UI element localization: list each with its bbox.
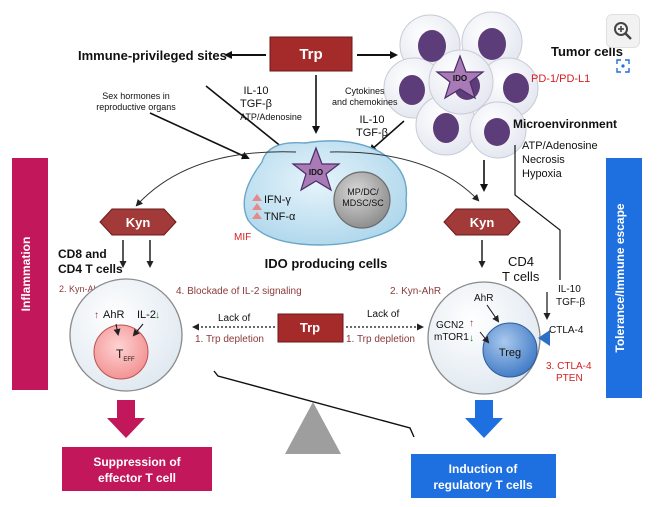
arrow-hormones-to-ido [149,112,250,160]
mtor1-label: mTOR1 [434,332,469,343]
tgfb-top-label: TGF-β [240,98,272,110]
cytokines-line2: and chemokines [332,97,398,107]
kyn-right-label: Kyn [470,215,495,230]
seesaw-beam [213,370,415,438]
zoom-in-icon [614,22,632,40]
tumor-cell-cluster [383,11,539,159]
trp-depletion-left-label: 1. Trp depletion [195,334,264,345]
tolerance-label: Tolerance/Immune escape [613,203,627,353]
hypoxia-label: Hypoxia [522,168,563,180]
microenvironment-label: Microenvironment [513,117,617,131]
treg-nucleus [482,322,538,378]
kyn-ahr-left-label: 2. Kyn-AhR [59,284,106,294]
kyn-left-label: Kyn [126,215,151,230]
tgfb-bottom-label: TGF-β [556,297,585,308]
il2-label: IL-2 [137,309,156,321]
gcn2-label: GCN2 [436,320,464,331]
treg-label: Treg [499,347,521,359]
trp-center-label: Trp [300,320,320,335]
ctla4-label: CTLA-4 [549,325,584,336]
suppression-line1: Suppression of [93,455,181,469]
cytokine-triangle-icon [252,194,262,201]
il2-down-arrow-icon: ↓ [155,310,160,321]
mtor1-down-arrow-icon: ↓ [469,333,474,344]
teff-nucleus [93,324,149,380]
cd4-line2: T cells [502,269,540,284]
curve-to-kyn-right [329,151,480,202]
cd8-cd4-line1: CD8 and [58,247,107,261]
tolerance-bar [606,158,642,398]
il10-right-label: IL-10 [359,114,384,126]
necrosis-label: Necrosis [522,154,565,166]
induction-line2: regulatory T cells [433,478,533,492]
blockade-il2-label: 4. Blockade of IL-2 signaling [176,286,302,297]
ifn-gamma-label: IFN-γ [264,194,291,206]
arrow-il10-to-ido [205,85,290,154]
arrow-cytokines-to-ido [368,120,405,153]
expand-button[interactable] [612,56,634,76]
curve-to-kyn-left [135,151,297,207]
mp-dc-line2: MDSC/SC [342,198,384,208]
gcn2-up-arrow-icon: ↑ [469,318,474,329]
ctla4-pten-line1: 3. CTLA-4 [546,361,592,372]
tumor-cells-label: Tumor cells [551,44,623,59]
pd1-pdl1-label: PD-1/PD-L1 [531,73,590,85]
seesaw-fulcrum [285,402,341,454]
ahr-right-label: AhR [474,293,493,304]
il10-top-label: IL-10 [243,85,268,97]
mif-label: MIF [234,232,251,243]
atp-adenosine-top-label: ATP/Adenosine [240,112,302,122]
trp-top-label: Trp [299,46,322,63]
expand-icon [616,59,630,73]
zoom-in-button[interactable] [606,14,640,48]
kyn-left-hexagon [99,208,177,236]
ahr-left-label: AhR [103,309,124,321]
tnf-alpha-label: TNF-α [264,211,296,223]
tgfb-right-label: TGF-β [356,127,388,139]
sex-hormones-line1: Sex hormones in [102,91,170,101]
il10-bottom-label: IL-10 [558,284,581,295]
trp-top-box [269,36,353,72]
ctla4-receptor-icon [538,330,550,346]
suppression-box [62,447,212,491]
lack-of-left-label: Lack of [218,313,250,324]
lack-of-right-label: Lack of [367,309,399,320]
atp-adenosine-right-label: ATP/Adenosine [522,140,598,152]
trp-depletion-right-label: 1. Trp depletion [346,334,415,345]
kyn-ahr-right-label: 2. Kyn-AhR [390,286,441,297]
induction-arrow-icon [465,400,503,438]
mp-dc-line1: MP/DC/ [347,187,379,197]
trp-center-box [277,313,344,343]
kyn-right-hexagon [443,208,521,236]
arrow-microenv-down [514,145,561,280]
ido-producing-cells-label: IDO producing cells [265,256,388,271]
sex-hormones-line2: reproductive organs [96,102,176,112]
cd4-line1: CD4 [508,254,534,269]
ido-cell-label: IDO [309,168,323,177]
ctla4-pten-line2: PTEN [556,373,583,384]
ahr-left-up-arrow-icon: ↑ [94,310,99,321]
immune-privileged-sites-label: Immune-privileged sites [78,48,227,63]
ido-cell-nucleus [333,171,391,229]
ido-star-icon [291,146,341,192]
suppression-line2: effector T cell [98,471,176,485]
teff-label: TEFF [116,347,135,363]
inflammation-bar [12,158,48,390]
induction-box [411,454,556,498]
ido-tumor-label: IDO [453,74,467,83]
cytokines-line1: Cytokines [345,86,385,96]
suppression-arrow-icon [107,400,145,438]
induction-line1: Induction of [449,462,519,476]
inflammation-label: Inflammation [19,237,33,312]
cd8-cd4-line2: CD4 T cells [58,262,123,276]
